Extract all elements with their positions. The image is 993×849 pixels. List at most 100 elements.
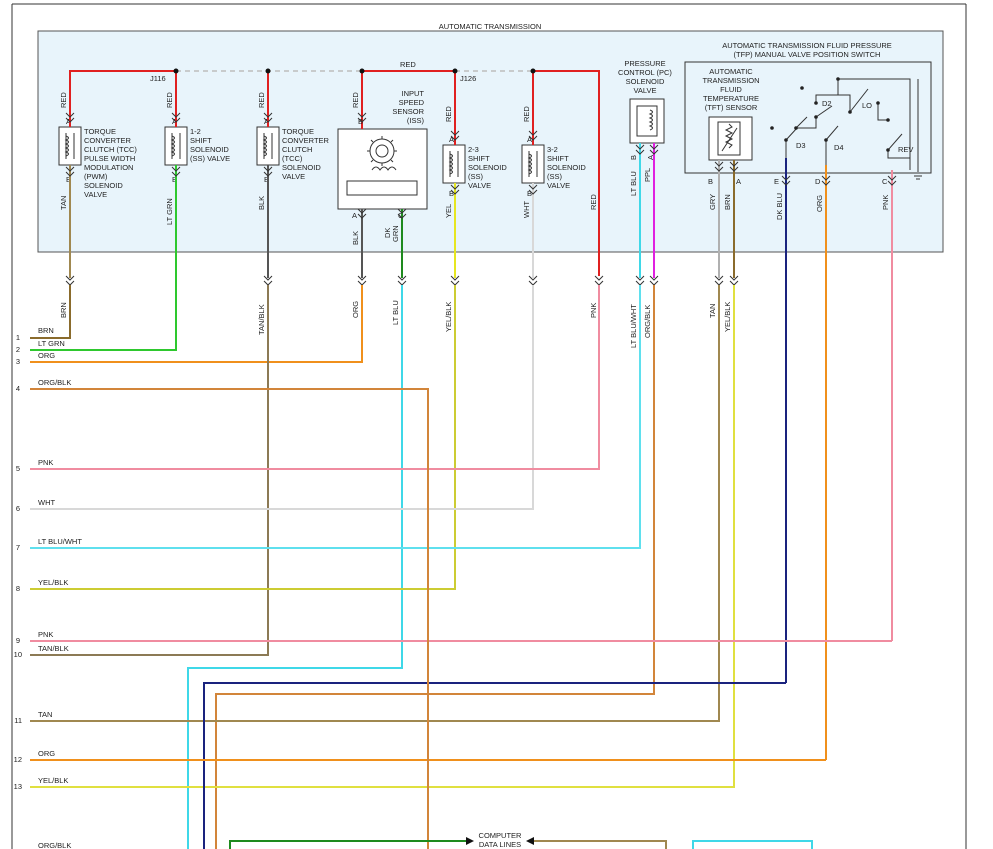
svg-text:2-3: 2-3 [468,145,479,154]
svg-text:CLUTCH (TCC): CLUTCH (TCC) [84,145,137,154]
svg-text:LT BLU/WHT: LT BLU/WHT [38,537,82,546]
pin-label-b: B [527,189,532,198]
svg-text:WHT: WHT [38,498,55,507]
svg-text:TAN/BLK: TAN/BLK [38,644,69,653]
svg-text:2: 2 [16,345,20,354]
svg-text:SOLENOID: SOLENOID [468,163,507,172]
svg-text:1-2: 1-2 [190,127,201,136]
wire-label-orgblk: ORG/BLK [643,305,652,338]
switch-label-d2: D2 [822,99,832,108]
svg-text:(ISS): (ISS) [407,116,425,125]
svg-text:VALVE: VALVE [282,172,305,181]
pin-label-b: B [629,155,638,160]
wire-label-dk: DK [383,228,392,238]
wire-label-brn: BRN [723,194,732,210]
svg-text:3: 3 [16,357,20,366]
pin-label-b: B [264,175,269,184]
svg-text:PNK: PNK [38,458,53,467]
svg-text:ORG: ORG [38,351,55,360]
pin-label-b: B [66,175,71,184]
computer-data-lines-label: COMPUTER DATA LINES [479,831,523,849]
wire-pnk [30,285,600,470]
switch-contacts [770,77,890,152]
ss32-label: 3-2 SHIFT SOLENOID (SS) VALVE [547,145,586,190]
wire-label-yelblk: YEL/BLK [723,302,732,332]
row-10: 10 TAN/BLK [14,644,69,659]
svg-text:ORG: ORG [38,749,55,758]
svg-text:COMPUTER: COMPUTER [479,831,523,840]
wire-label-grn: GRN [391,225,400,242]
wire-label-dkblu: DK BLU [775,193,784,220]
ss12-label: 1-2 SHIFT SOLENOID (SS) VALVE [190,127,230,163]
wire-label-red: RED [59,92,68,108]
pin-label-a: A [264,117,269,126]
svg-text:YEL/BLK: YEL/BLK [38,776,68,785]
wire-label-ltbluwht: LT BLU/WHT [629,304,638,348]
svg-text:SOLENOID: SOLENOID [190,145,229,154]
svg-text:SOLENOID: SOLENOID [626,77,665,86]
svg-text:7: 7 [16,543,20,552]
pc-solenoid [629,98,665,144]
pin-label-a: A [352,211,357,220]
row-2: 2 LT GRN [16,339,65,354]
svg-text:SOLENOID: SOLENOID [84,181,123,190]
svg-text:PULSE WIDTH: PULSE WIDTH [84,154,135,163]
wire-label-red: RED [589,194,598,210]
tft-label: AUTOMATIC TRANSMISSION FLUID TEMPERATURE… [702,67,759,112]
ss23-solenoid [442,144,466,184]
row-3: 3 ORG [16,351,55,366]
bus-label-red: RED [400,60,416,69]
svg-text:TEMPERATURE: TEMPERATURE [703,94,759,103]
svg-text:DATA LINES: DATA LINES [479,840,521,849]
pin-label-a: A [736,177,741,186]
svg-text:9: 9 [16,636,20,645]
pin-label-e: E [774,177,779,186]
svg-text:CONVERTER: CONVERTER [282,136,330,145]
pc-label: PRESSURE CONTROL (PC) SOLENOID VALVE [618,59,672,95]
tcc-solenoid [256,126,280,166]
svg-text:TORQUE: TORQUE [84,127,116,136]
splice-dot [173,68,179,74]
svg-text:CLUTCH: CLUTCH [282,145,312,154]
wire-label-brn: BRN [59,302,68,318]
svg-text:10: 10 [14,650,22,659]
svg-text:INPUT: INPUT [402,89,425,98]
svg-text:8: 8 [16,584,20,593]
wire-tanblk [30,285,269,656]
splice-dot [359,68,365,74]
svg-text:SENSOR: SENSOR [392,107,424,116]
pin-label-d: D [815,177,821,186]
wire-label-tan: TAN [708,304,717,318]
range-switches [785,78,911,170]
switch-label-d4: D4 [834,143,844,152]
svg-text:TAN: TAN [38,710,52,719]
row-7: 7 LT BLU/WHT [16,537,82,552]
svg-text:(TCC): (TCC) [282,154,303,163]
svg-text:3-2: 3-2 [547,145,558,154]
svg-text:AUTOMATIC TRANSMISSION FLUID P: AUTOMATIC TRANSMISSION FLUID PRESSURE [722,41,892,50]
splice-label-j116: J116 [150,74,166,83]
transmission-title: AUTOMATIC TRANSMISSION [439,22,542,31]
wire-label-blk: BLK [351,231,360,245]
ss12-solenoid [164,126,188,166]
wire-label-red: RED [351,92,360,108]
pin-label-a: A [646,155,655,160]
pin-label-c: C [882,177,888,186]
svg-text:4: 4 [16,384,20,393]
svg-text:LT GRN: LT GRN [38,339,65,348]
wire-label-org: ORG [815,195,824,212]
pin-label-b: B [708,177,713,186]
svg-text:FLUID: FLUID [720,85,742,94]
wire-label-tan: TAN [59,196,68,210]
svg-text:SHIFT: SHIFT [190,136,212,145]
pin-label-b: B [172,175,177,184]
svg-text:TRANSMISSION: TRANSMISSION [702,76,759,85]
switch-label-lo: LO [862,101,872,110]
